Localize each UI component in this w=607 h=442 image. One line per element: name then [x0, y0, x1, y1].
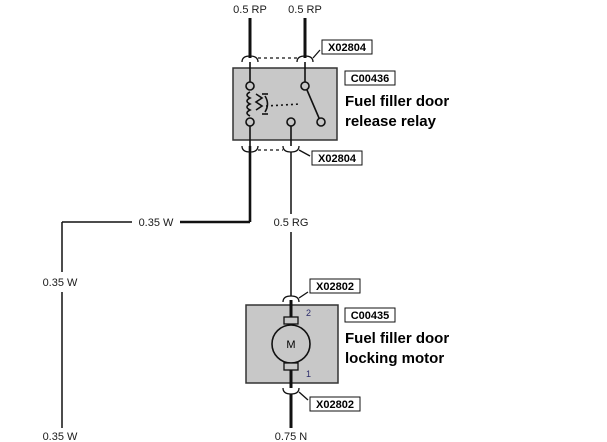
relay-top-connector-tag: X02804 [328, 42, 367, 54]
wire-label-relay-out: 0.35 W [139, 217, 174, 229]
motor-component-id: C00435 [351, 310, 390, 322]
relay-top-connector-tag-box [321, 39, 373, 55]
motor-top-connector-tag-box [309, 278, 361, 294]
relay-bottom-connector-tag-box [311, 150, 363, 166]
relay-bottom-connector [241, 145, 311, 157]
wire-label-relay-motor: 0.5 RG [274, 217, 309, 229]
relay-top-connector [241, 49, 321, 63]
motor-name-line1: Fuel filler door [345, 330, 449, 347]
relay-name-line1: Fuel filler door [345, 93, 449, 110]
relay-component-id: C00436 [351, 73, 390, 85]
relay-component-id-box [344, 70, 396, 86]
relay-coil-icon [245, 62, 269, 146]
wire-label-side-lower: 0.35 W [43, 431, 78, 442]
relay-switch-icon [265, 62, 326, 146]
motor-pin-bottom: 1 [306, 369, 311, 379]
relay-bottom-connector-tag: X02804 [318, 153, 357, 165]
motor-top-connector [282, 291, 309, 303]
motor-bottom-connector [282, 387, 309, 401]
motor-top-brush [283, 316, 299, 325]
motor-bottom-brush [283, 362, 299, 371]
motor-symbol: M [286, 339, 295, 351]
relay-name-line2: release relay [345, 113, 437, 130]
motor-bottom-connector-tag: X02802 [316, 399, 354, 411]
motor-pin-top: 2 [306, 308, 311, 318]
motor-component-id-box [344, 307, 396, 323]
wire-label-ground: 0.75 N [275, 431, 307, 442]
motor-name-line2: locking motor [345, 350, 444, 367]
wire-label-top-right: 0.5 RP [288, 4, 322, 16]
motor-top-connector-tag: X02802 [316, 281, 354, 293]
wire-label-top-left: 0.5 RP [233, 4, 267, 16]
motor-bottom-connector-tag-box [309, 396, 361, 412]
wire-label-side-upper: 0.35 W [43, 277, 78, 289]
